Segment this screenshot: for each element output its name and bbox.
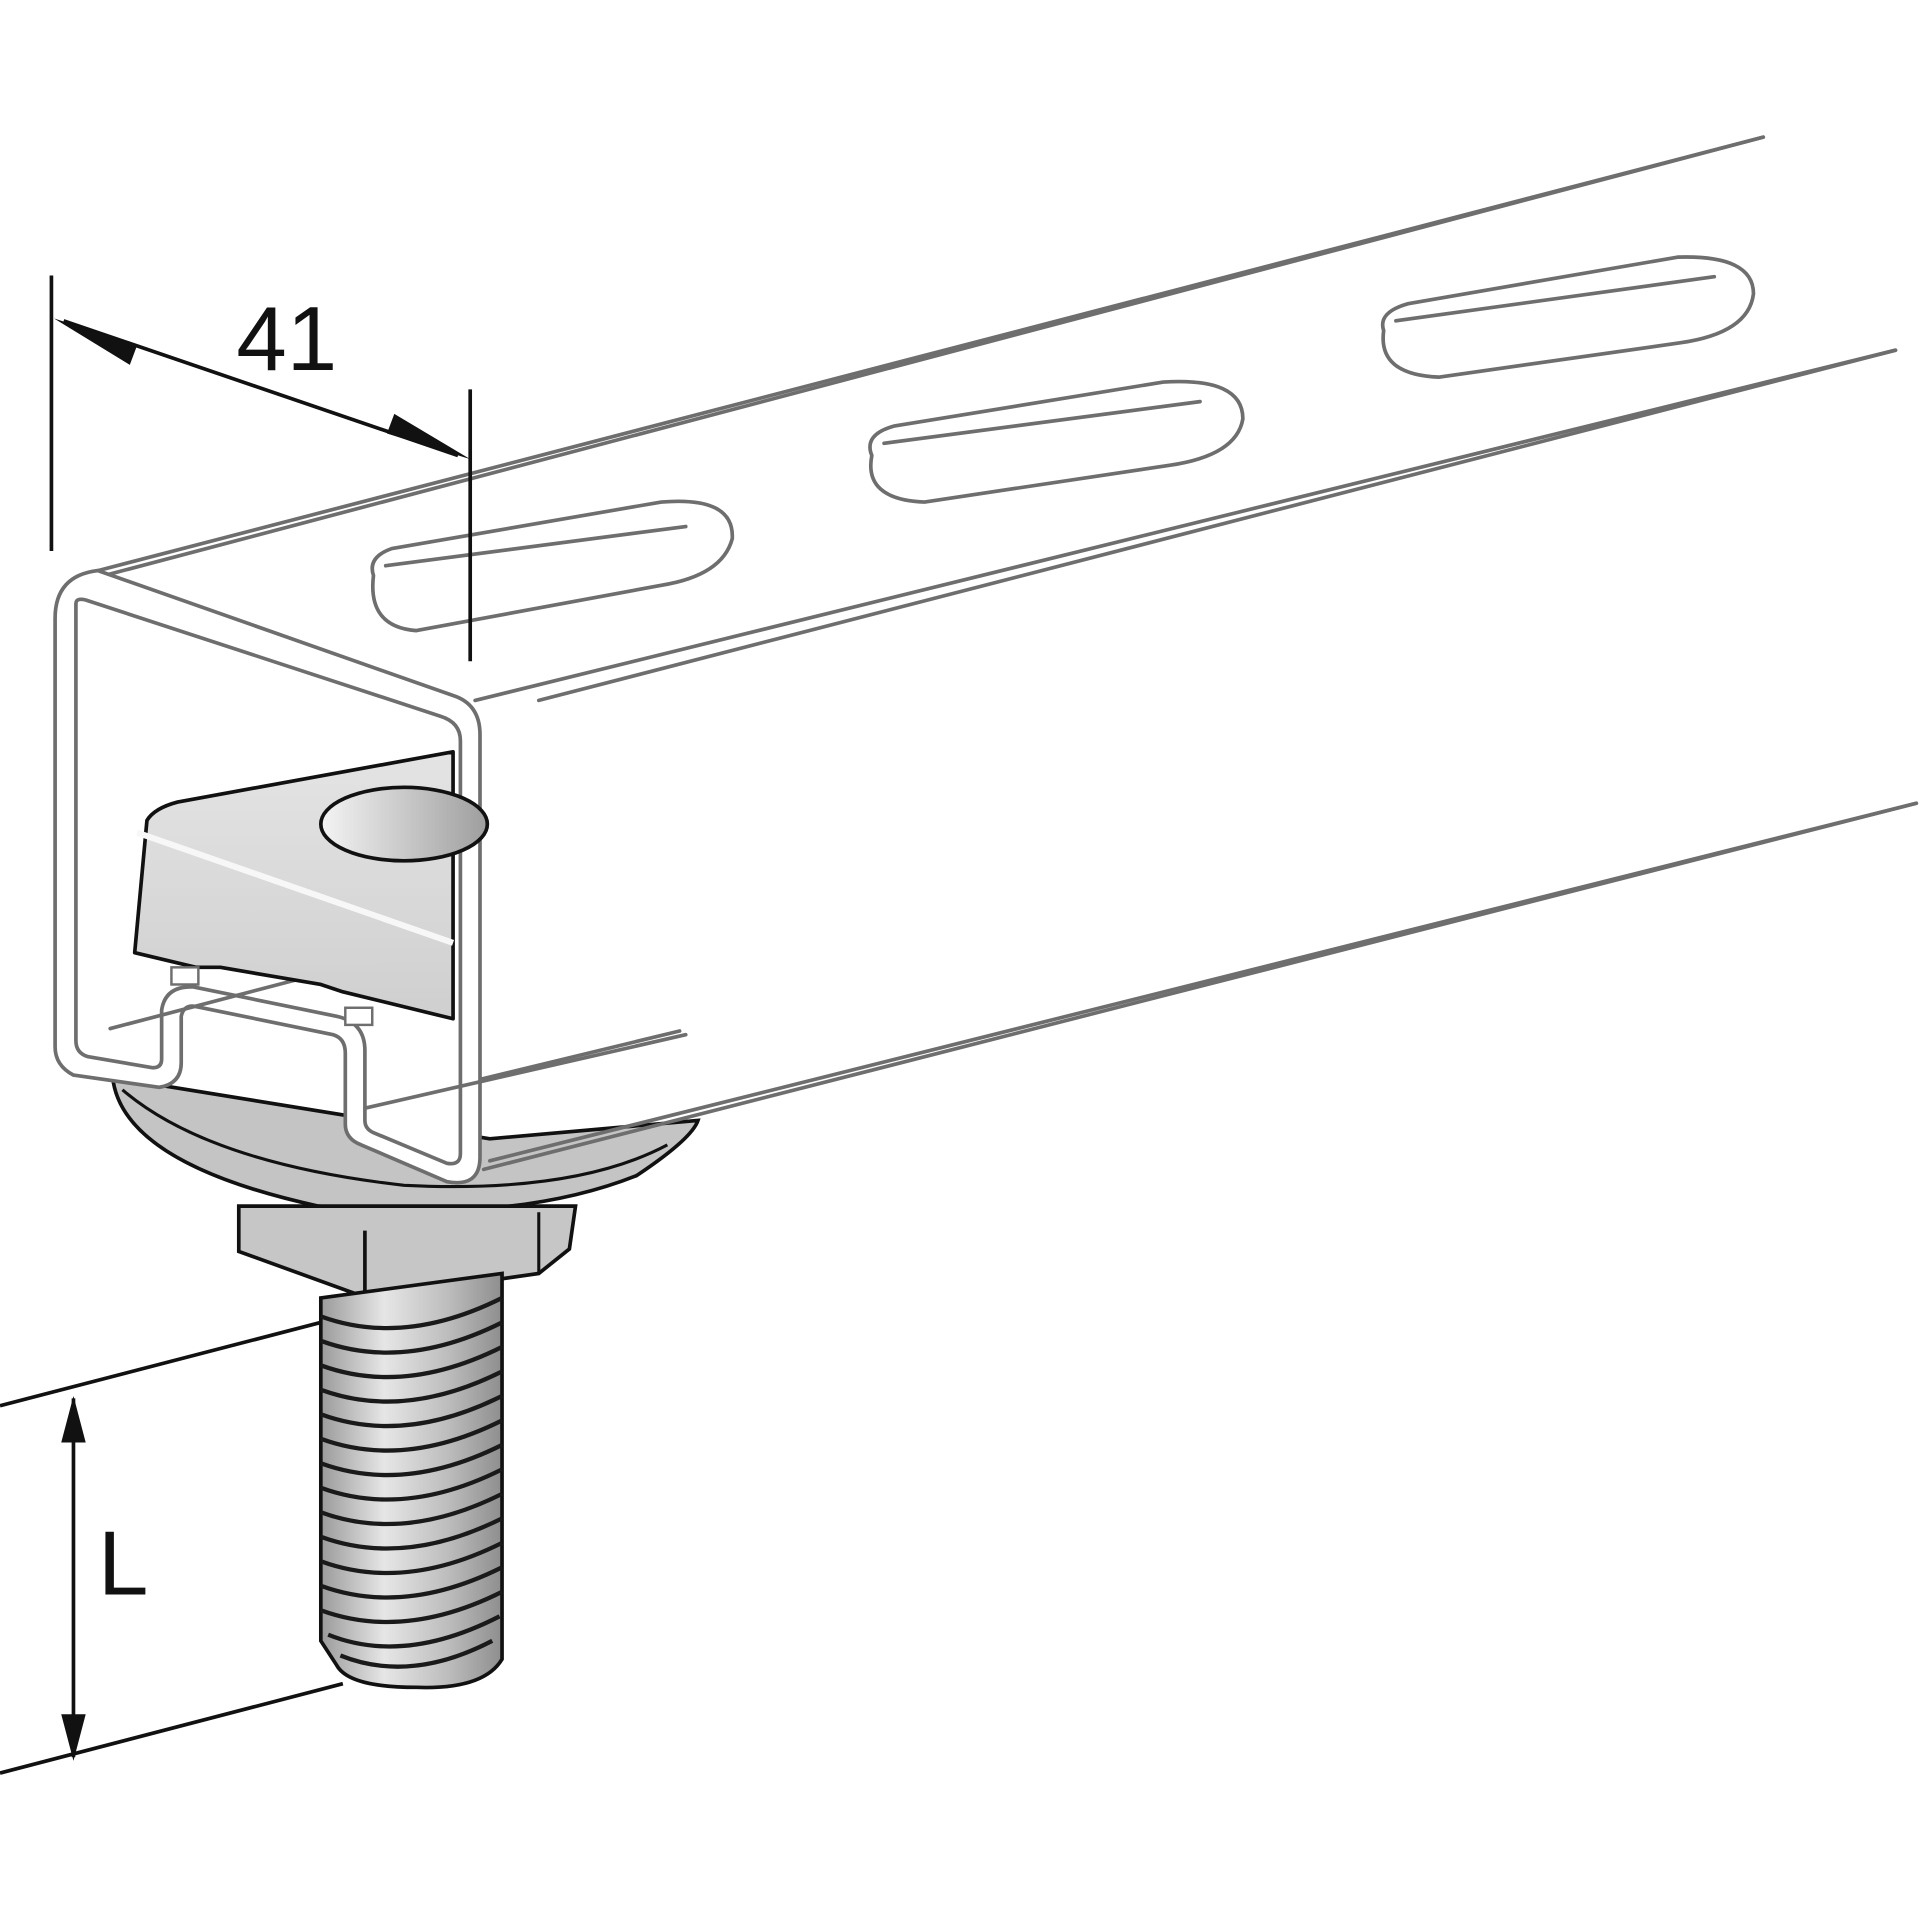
- width-dimension-label: 41: [236, 289, 337, 390]
- nut-hole: [318, 785, 490, 863]
- slot-2: [868, 379, 1245, 504]
- slot-3: [1380, 255, 1756, 379]
- hex-nut: [236, 1204, 578, 1300]
- channel-nut: [132, 750, 490, 1027]
- threaded-bolt: [318, 1271, 504, 1690]
- length-dimension: L: [0, 1320, 344, 1775]
- length-dimension-label: L: [98, 1513, 148, 1614]
- channel-slots: [370, 255, 1756, 633]
- width-dimension: 41: [49, 275, 473, 662]
- slot-1: [370, 499, 735, 633]
